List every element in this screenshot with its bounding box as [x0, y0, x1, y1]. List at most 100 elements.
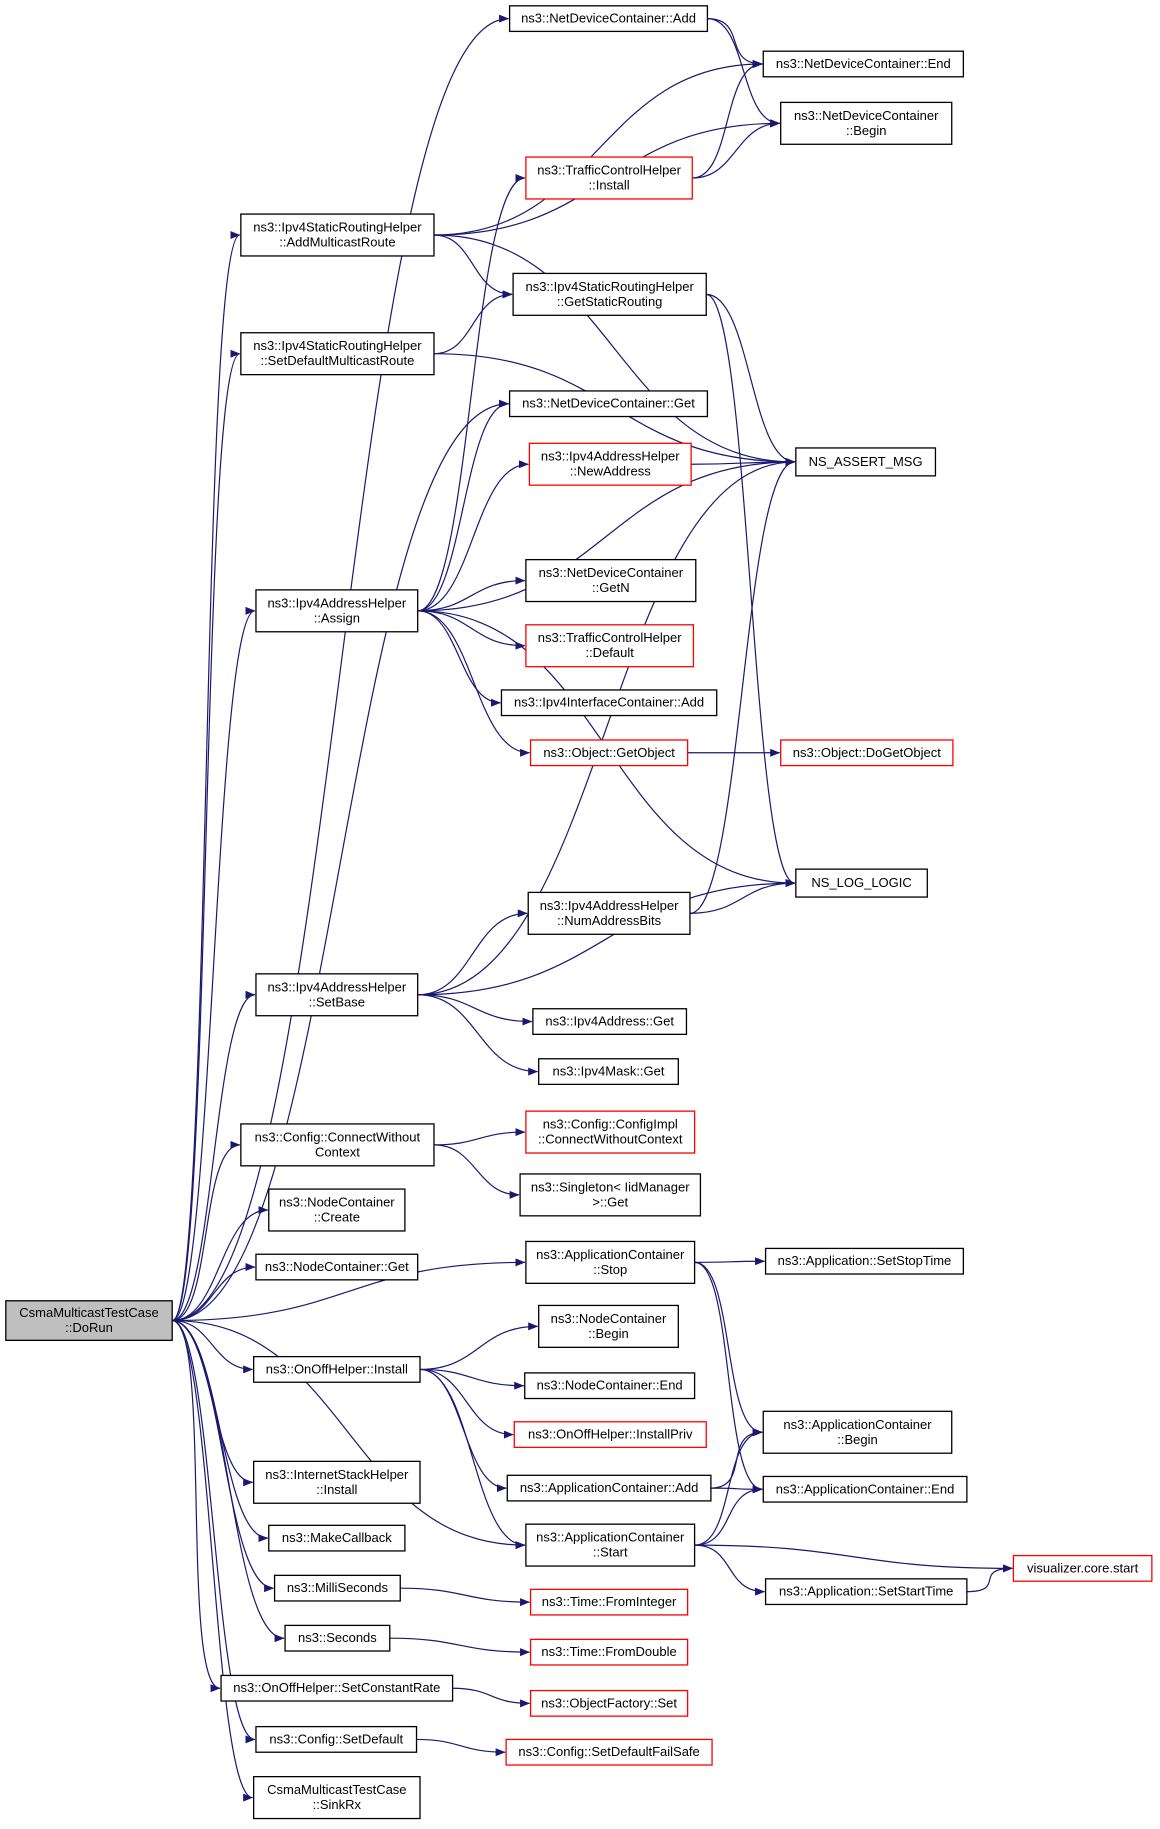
node-label: ns3::Time::FromDouble [541, 1644, 676, 1659]
node-make-callback[interactable]: ns3::MakeCallback [268, 1524, 406, 1552]
node-label: ns3::Application::SetStopTime [778, 1253, 952, 1268]
node-box [255, 1253, 419, 1281]
node-viz-start[interactable]: visualizer.core.start [1012, 1554, 1153, 1582]
node-box [240, 213, 435, 257]
edge-set-const-rate-to-of-set [452, 1687, 531, 1708]
node-label: ns3::Ipv4StaticRoutingHelper [253, 220, 422, 235]
node-set-def-fail-safe[interactable]: ns3::Config::SetDefaultFailSafe [505, 1738, 713, 1766]
node-mask-get[interactable]: ns3::Ipv4Mask::Get [538, 1058, 679, 1086]
node-tch-install[interactable]: ns3::TrafficControlHelper::Install [525, 156, 693, 200]
node-addr-get[interactable]: ns3::Ipv4Address::Get [532, 1008, 688, 1035]
node-label: ::DoRun [65, 1320, 113, 1335]
node-nc-get[interactable]: ns3::NodeContainer::Get [255, 1253, 419, 1281]
node-install-priv[interactable]: ns3::OnOffHelper::InstallPriv [513, 1421, 707, 1449]
node-ac-stop[interactable]: ns3::ApplicationContainer::Stop [525, 1240, 696, 1284]
edge-ac-start-to-viz-start [694, 1544, 1013, 1573]
node-box [529, 1689, 689, 1717]
node-label: NS_ASSERT_MSG [809, 454, 923, 469]
call-edges [171, 14, 1013, 1802]
node-iic-add[interactable]: ns3::Ipv4InterfaceContainer::Add [500, 689, 718, 717]
node-box [512, 272, 707, 316]
edge-tch-install-to-ndc-begin [692, 119, 781, 179]
node-label: ns3::Ipv4StaticRoutingHelper [525, 279, 694, 294]
node-label: ns3::OnOffHelper::SetConstantRate [233, 1680, 440, 1695]
node-label: ::SinkRx [313, 1797, 362, 1812]
node-add-mc-route[interactable]: ns3::Ipv4StaticRoutingHelper::AddMultica… [240, 213, 435, 257]
edge-onoff-install-to-nc-begin [420, 1322, 539, 1371]
node-app-set-stop[interactable]: ns3::Application::SetStopTime [764, 1247, 965, 1275]
node-nc-end[interactable]: ns3::NodeContainer::End [524, 1372, 696, 1400]
node-onoff-install[interactable]: ns3::OnOffHelper::Install [252, 1355, 421, 1383]
node-get-static-routing[interactable]: ns3::Ipv4StaticRoutingHelper::GetStaticR… [512, 272, 707, 316]
node-new-address[interactable]: ns3::Ipv4AddressHelper::NewAddress [528, 442, 692, 486]
edge-do-run-to-ndc-add [172, 14, 510, 1322]
node-of-set[interactable]: ns3::ObjectFactory::Set [529, 1689, 689, 1717]
node-set-base[interactable]: ns3::Ipv4AddressHelper::SetBase [255, 973, 419, 1017]
node-log-logic[interactable]: NS_LOG_LOGIC [795, 868, 928, 898]
node-get-object[interactable]: ns3::Object::GetObject [529, 739, 689, 767]
node-label: ns3::ApplicationContainer::End [776, 1481, 955, 1496]
node-singleton-get[interactable]: ns3::Singleton< IidManager>::Get [519, 1173, 702, 1217]
edge-assign-to-tch-install [417, 174, 526, 612]
node-do-get-object[interactable]: ns3::Object::DoGetObject [780, 739, 954, 767]
edge-set-def-mc-route-to-get-static-routing [433, 290, 513, 355]
edge-ndc-add-to-ndc-end [707, 18, 763, 68]
node-seconds[interactable]: ns3::Seconds [284, 1624, 391, 1652]
node-assert-msg[interactable]: NS_ASSERT_MSG [795, 447, 937, 477]
node-ndc-get[interactable]: ns3::NetDeviceContainer::Get [508, 390, 709, 418]
edge-do-run-to-ndc-get [172, 399, 510, 1322]
node-from-integer[interactable]: ns3::Time::FromInteger [529, 1588, 689, 1616]
node-ndc-add[interactable]: ns3::NetDeviceContainer::Add [508, 5, 709, 33]
edge-ac-stop-to-app-set-stop [694, 1257, 766, 1266]
node-set-const-rate[interactable]: ns3::OnOffHelper::SetConstantRate [220, 1674, 454, 1702]
node-from-double[interactable]: ns3::Time::FromDouble [529, 1638, 689, 1666]
node-ndc-get-n[interactable]: ns3::NetDeviceContainer::GetN [525, 558, 697, 603]
edge-do-run-to-nc-create [172, 1206, 269, 1322]
node-label: ::GetN [592, 580, 630, 595]
edge-connect-wo-ctx-to-singleton-get [433, 1144, 520, 1199]
node-box [513, 1421, 707, 1449]
node-box [273, 1574, 401, 1602]
edge-cfg-set-default-to-set-def-fail-safe [416, 1738, 506, 1757]
edge-assign-to-new-address [417, 460, 529, 612]
node-app-set-start[interactable]: ns3::Application::SetStartTime [764, 1578, 968, 1606]
edge-do-run-to-assign [172, 606, 256, 1322]
node-ndc-end[interactable]: ns3::NetDeviceContainer::End [762, 50, 965, 78]
node-set-def-mc-route[interactable]: ns3::Ipv4StaticRoutingHelper::SetDefault… [240, 332, 435, 376]
node-box [519, 1173, 702, 1217]
node-ndc-begin[interactable]: ns3::NetDeviceContainer::Begin [780, 101, 953, 145]
node-tch-default[interactable]: ns3::TrafficControlHelper::Default [525, 624, 695, 668]
node-assign[interactable]: ns3::Ipv4AddressHelper::Assign [255, 589, 419, 633]
node-label: ns3::NetDeviceContainer [539, 565, 684, 580]
node-ac-end[interactable]: ns3::ApplicationContainer::End [762, 1475, 968, 1503]
edge-onoff-install-to-nc-end [420, 1368, 525, 1390]
node-nc-begin[interactable]: ns3::NodeContainer::Begin [538, 1304, 679, 1348]
node-box [538, 1304, 679, 1348]
node-box [762, 1475, 968, 1503]
node-label: ns3::Ipv4AddressHelper [267, 595, 406, 610]
node-milli-seconds[interactable]: ns3::MilliSeconds [273, 1574, 401, 1602]
node-label: CsmaMulticastTestCase [267, 1782, 406, 1797]
node-label: ns3::Application::SetStartTime [779, 1584, 953, 1599]
node-label: ::Install [316, 1482, 357, 1497]
node-nc-create[interactable]: ns3::NodeContainer::Create [268, 1188, 406, 1232]
node-label: ns3::NetDeviceContainer::Add [521, 11, 696, 26]
node-config-impl-connect[interactable]: ns3::Config::ConfigImpl::ConnectWithoutC… [525, 1110, 696, 1154]
node-cfg-set-default[interactable]: ns3::Config::SetDefault [255, 1725, 418, 1753]
node-box [506, 1474, 712, 1502]
node-ac-add[interactable]: ns3::ApplicationContainer::Add [506, 1474, 712, 1502]
node-ac-start[interactable]: ns3::ApplicationContainer::Start [525, 1523, 696, 1567]
node-num-addr-bits[interactable]: ns3::Ipv4AddressHelper::NumAddressBits [527, 891, 691, 935]
edge-do-run-to-seconds [172, 1319, 285, 1643]
node-label: ::SetDefaultMulticastRoute [260, 353, 414, 368]
node-connect-wo-ctx[interactable]: ns3::Config::ConnectWithoutContext [240, 1123, 435, 1167]
edge-do-run-to-ac-start [172, 1319, 526, 1550]
node-sink-rx[interactable]: CsmaMulticastTestCase::SinkRx [252, 1775, 421, 1820]
node-ac-begin[interactable]: ns3::ApplicationContainer::Begin [762, 1410, 953, 1454]
node-label: ::Default [585, 645, 634, 660]
node-box [529, 1588, 689, 1616]
node-do-run: CsmaMulticastTestCase::DoRun [5, 1300, 173, 1341]
edge-set-base-to-num-addr-bits [417, 909, 528, 996]
node-ish-install[interactable]: ns3::InternetStackHelper::Install [252, 1460, 421, 1504]
